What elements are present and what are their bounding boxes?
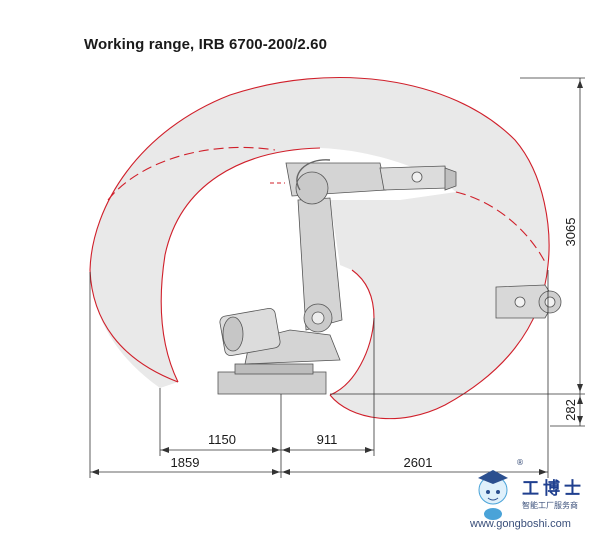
robot-illustration — [217, 159, 457, 395]
dimension-arrows — [91, 80, 583, 475]
dim-height-base: 282 — [563, 399, 578, 421]
dim-outer-right: 2601 — [404, 455, 433, 470]
dim-inner-right: 911 — [317, 432, 338, 447]
watermark-url: www.gongboshi.com — [469, 518, 571, 530]
robot-reach-wrist — [495, 284, 562, 319]
mascot-icon — [478, 470, 508, 520]
work-envelope-fill — [90, 77, 550, 419]
watermark-logo: 工博士 ® 智能工厂服务商 www.gongboshi.com — [469, 458, 585, 530]
watermark-registered: ® — [516, 458, 524, 467]
diagram-title: Working range, IRB 6700-200/2.60 — [84, 36, 328, 53]
robot-base — [217, 371, 327, 395]
robot-wrist — [444, 167, 457, 191]
dim-height-total: 3065 — [563, 218, 578, 247]
dim-inner-left: 1150 — [208, 432, 236, 447]
robot-counterweight — [219, 307, 281, 357]
watermark-title: 工博士 — [522, 478, 585, 499]
dim-outer-left: 1859 — [171, 455, 200, 470]
watermark-subtitle: 智能工厂服务商 — [522, 500, 578, 510]
